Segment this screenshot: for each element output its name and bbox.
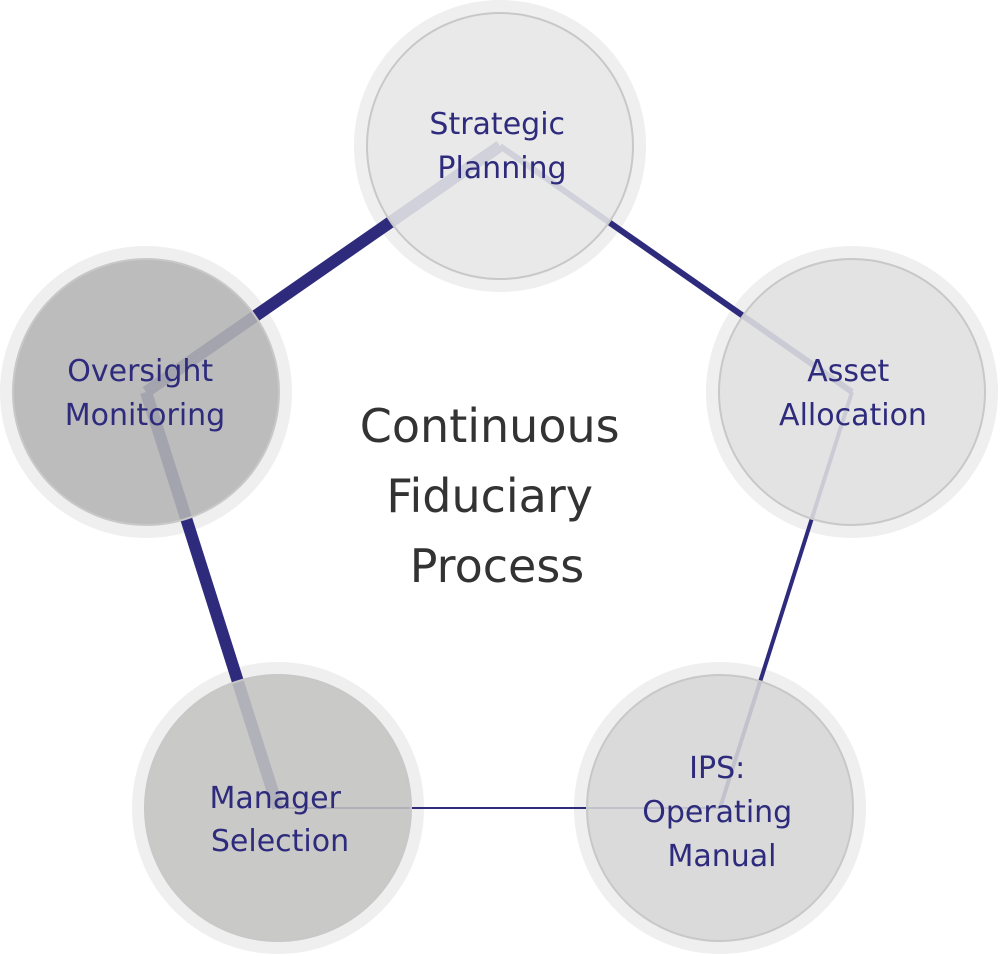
strategic-planning-label: Strategic Planning [429,107,574,186]
asset-allocation-label-line-2: Allocation [779,398,927,433]
strategic-planning-label-line-1: Strategic [429,107,565,142]
asset-allocation-node [718,258,986,526]
strategic-planning-label-line-2: Planning [437,151,566,186]
oversight-monitoring-label-line-2: Monitoring [65,398,225,433]
oversight-monitoring-label: Oversight Monitoring [65,354,225,433]
manager-selection-node [144,674,412,942]
ips-operating-manual-label-line-2: Operating [642,795,792,830]
ips-operating-manual-label: IPS: Operating Manual [642,751,802,874]
ips-operating-manual-label-line-1: IPS: [689,751,745,786]
asset-allocation-label: Asset Allocation [779,354,927,433]
manager-selection-label-line-2: Selection [211,824,349,859]
center-title-line-3: Process [410,539,585,593]
center-title: Continuous Fiduciary Process [360,399,634,593]
nodes [12,12,986,942]
ips-operating-manual-label-line-3: Manual [667,839,776,874]
manager-selection-label-line-1: Manager [209,781,341,816]
center-title-line-2: Fiduciary [386,469,593,523]
oversight-monitoring-node [12,258,280,526]
asset-allocation-label-line-1: Asset [807,354,889,389]
oversight-monitoring-label-line-1: Oversight [67,354,213,389]
ips-operating-manual-node [586,674,854,942]
center-title-line-1: Continuous [360,399,620,453]
node-labels: Strategic Planning Asset Allocation IPS:… [65,107,927,874]
manager-selection-label: Manager Selection [209,781,350,859]
strategic-planning-node [366,12,634,280]
